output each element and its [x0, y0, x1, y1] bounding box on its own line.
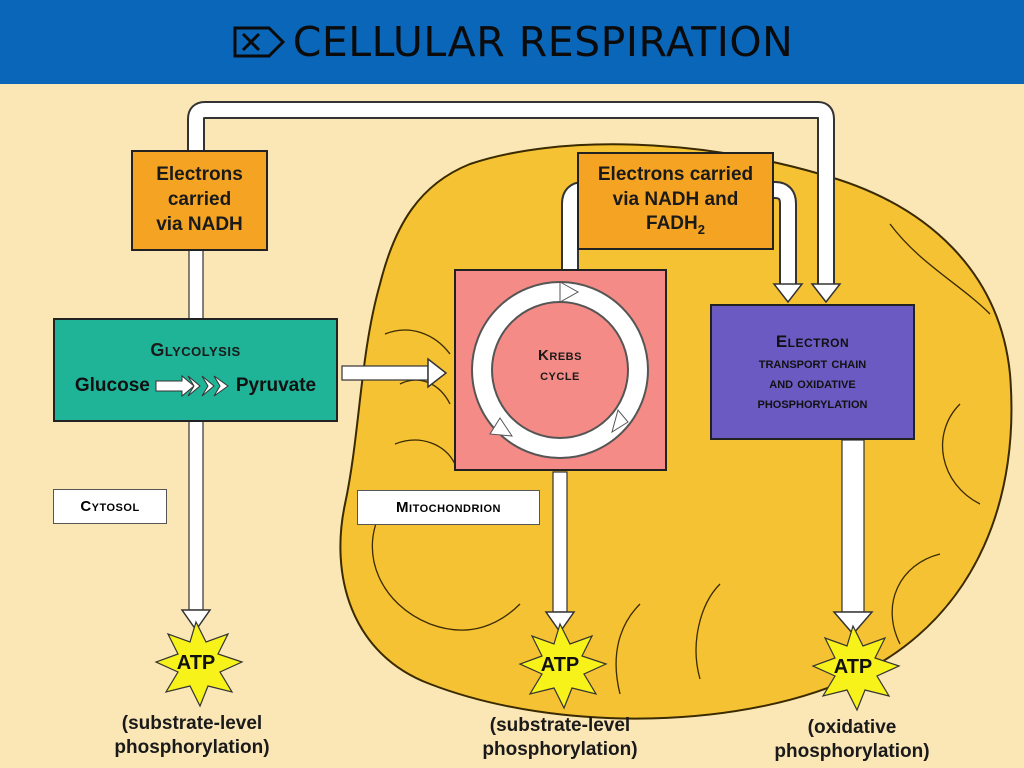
krebs-line2: cycle: [540, 367, 580, 385]
etc-line3: and oxidative: [769, 375, 856, 392]
krebs-line1: Krebs: [538, 347, 582, 364]
etc-line1: Electron: [775, 332, 850, 351]
atp-label-middle: ATP: [540, 654, 580, 676]
title-container: CELLULAR RESPIRATION: [0, 0, 1024, 84]
atp-arrowhead-middle: [544, 611, 576, 634]
atp-arrowhead-right: [832, 611, 874, 636]
krebs-arrowhead-right: [611, 408, 629, 434]
krebs-arrowhead-left: [489, 417, 513, 437]
electrons-fadh-line2: via NADH and: [612, 188, 739, 210]
glycolysis-title: Glycolysis: [150, 340, 241, 360]
atp-arrowhead-left: [180, 609, 212, 632]
glucose-label: Glucose: [74, 375, 150, 396]
glycolysis-box: Glycolysis Glucose Pyruvate: [53, 318, 338, 422]
page-title: CELLULAR RESPIRATION: [292, 18, 794, 66]
glycolysis-pathway: Glucose Pyruvate: [75, 373, 316, 399]
electrons-fadh-line1: Electrons carried: [597, 163, 754, 185]
krebs-arrowhead-top: [559, 281, 580, 303]
glycolysis-arrows-icon: [155, 374, 229, 398]
x-box-arrow-icon: [233, 26, 285, 58]
electrons-nadh-box: Electrons carried via NADH: [131, 150, 268, 251]
atp-caption-right: (oxidative phosphorylation): [774, 717, 930, 762]
atp-label-right: ATP: [833, 656, 873, 678]
diagram-canvas: [154, 101, 1013, 720]
mitochondrion-label: Mitochondrion: [357, 490, 540, 525]
etc-line4: phosphorylation: [757, 395, 868, 412]
etc-line2: transport chain: [758, 355, 867, 372]
atp-star-middle: [518, 622, 608, 710]
atp-label-left: ATP: [176, 652, 216, 674]
krebs-label: Krebs cycle: [500, 346, 620, 387]
pyruvate-arrowhead: [427, 357, 448, 389]
electrons-nadh-fadh-box: Electrons carried via NADH and FADH2: [577, 152, 774, 250]
atp-caption-middle: (substrate-level phosphorylation): [482, 715, 638, 760]
electrons-nadh-line3: via NADH: [156, 213, 243, 235]
atp-caption-left: (substrate-level phosphorylation): [114, 713, 270, 758]
cytosol-label: Cytosol: [53, 489, 167, 524]
atp-star-left: [154, 620, 244, 708]
diagram-area: Electrons carried via NADH Electrons car…: [0, 84, 1024, 768]
etc-box: Electron transport chain and oxidative p…: [710, 304, 915, 440]
title-bar: [0, 0, 1024, 84]
electron-arrowhead-etc-right: [810, 283, 842, 304]
electrons-nadh-line1: Electrons: [156, 164, 243, 186]
electron-arrowhead-etc-left: [772, 283, 804, 304]
electrons-fadh-line3: FADH2: [646, 213, 705, 238]
pyruvate-label: Pyruvate: [235, 375, 317, 396]
atp-star-right: [811, 624, 901, 712]
electrons-nadh-line2: carried: [167, 189, 232, 211]
